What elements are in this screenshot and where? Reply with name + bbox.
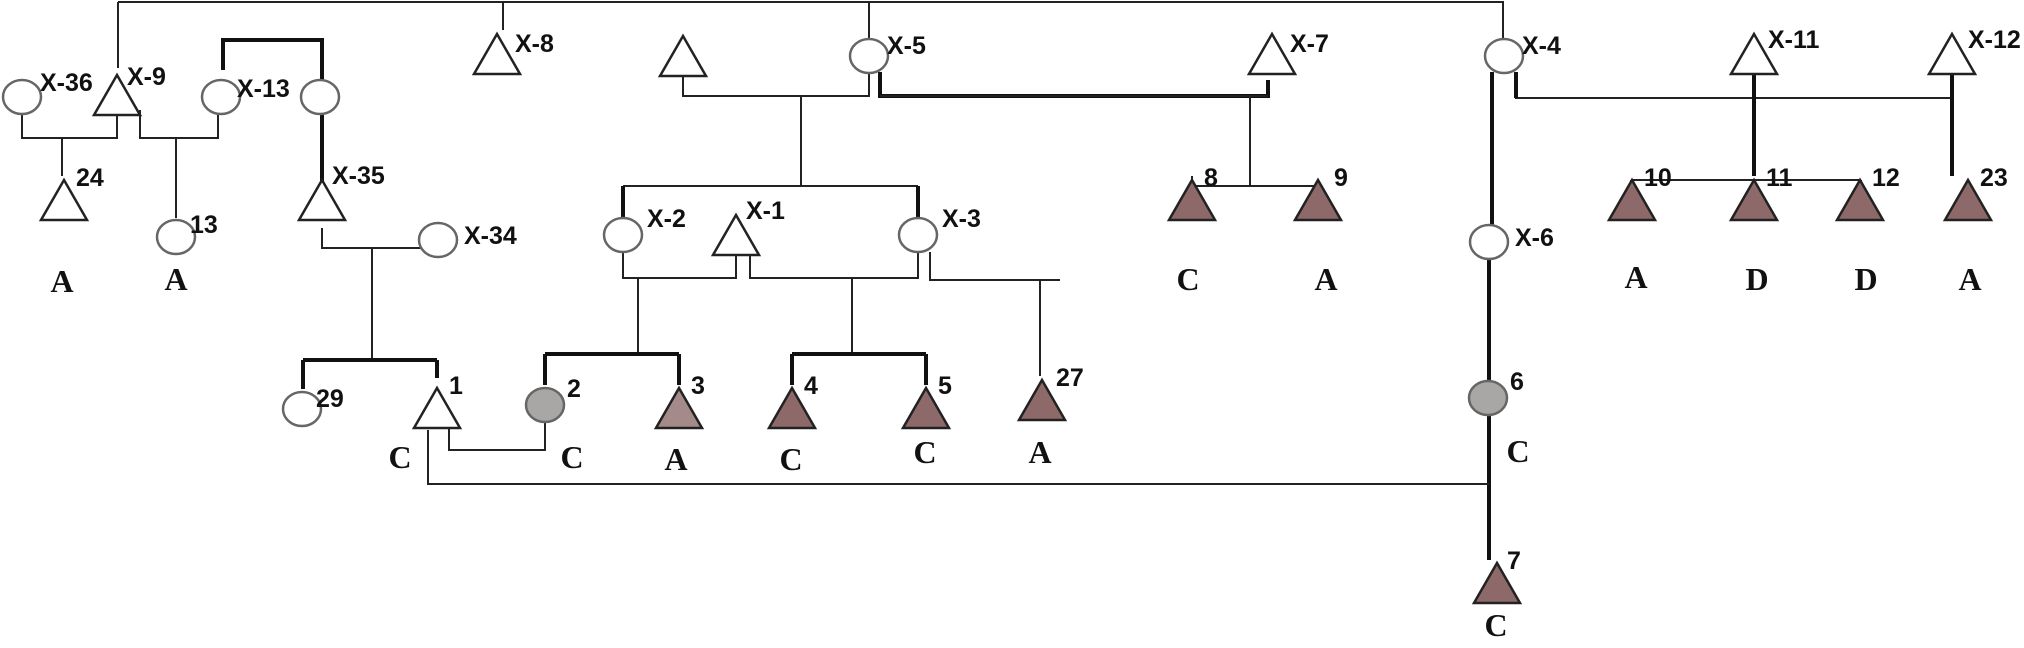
label-6: 6 xyxy=(1510,368,1524,396)
label-2: 2 xyxy=(567,375,581,403)
group-label-13: A xyxy=(164,261,187,297)
label-24: 24 xyxy=(76,164,104,192)
individual-7 xyxy=(1471,560,1523,605)
group-label-24: A xyxy=(50,263,73,299)
pedigree-individuals xyxy=(1,31,1994,605)
group-label-8: C xyxy=(1176,261,1199,297)
group-label-5: C xyxy=(913,434,936,470)
individual-X-6 xyxy=(1468,223,1510,261)
individual-9 xyxy=(1292,177,1344,222)
individual-X-11 xyxy=(1728,31,1780,76)
label-X-9: X-9 xyxy=(127,63,166,91)
individual-X-12 xyxy=(1926,31,1978,76)
label-1: 1 xyxy=(449,372,463,400)
group-label-4: C xyxy=(779,441,802,477)
individual-1 xyxy=(411,385,463,430)
label-12: 12 xyxy=(1872,164,1900,192)
pedigree-line xyxy=(427,430,1489,485)
individual-10 xyxy=(1606,177,1658,222)
pedigree-line xyxy=(221,38,324,80)
label-X-6: X-6 xyxy=(1515,224,1554,252)
individual-8 xyxy=(1166,177,1218,222)
individual-X-2 xyxy=(602,216,644,254)
pedigree-line xyxy=(749,252,919,279)
group-label-9: A xyxy=(1314,261,1337,297)
individual-4 xyxy=(766,385,818,430)
individual-13 xyxy=(155,218,197,256)
label-X-7: X-7 xyxy=(1290,30,1329,58)
label-4: 4 xyxy=(804,372,818,400)
group-label-27: A xyxy=(1028,434,1051,470)
pedigree-line xyxy=(139,110,219,139)
label-10: 10 xyxy=(1644,164,1672,192)
label-X-3: X-3 xyxy=(942,205,981,233)
label-8: 8 xyxy=(1204,164,1218,192)
individual-X-1 xyxy=(710,212,762,257)
label-X-35: X-35 xyxy=(332,162,385,190)
group-label-1: C xyxy=(388,439,411,475)
label-7: 7 xyxy=(1507,547,1521,575)
individual-X-35 xyxy=(296,177,348,222)
label-X-13: X-13 xyxy=(237,75,290,103)
individual-X-36 xyxy=(1,78,43,116)
individual-5 xyxy=(900,385,952,430)
label-23: 23 xyxy=(1980,164,2008,192)
individual-2 xyxy=(524,386,566,424)
pedigree-line xyxy=(929,252,1060,281)
label-X-11: X-11 xyxy=(1768,26,1820,54)
individual-11 xyxy=(1728,177,1780,222)
label-27: 27 xyxy=(1056,364,1084,392)
pedigree-line xyxy=(448,422,546,451)
individual-27 xyxy=(1016,377,1068,422)
label-X-12: X-12 xyxy=(1968,26,2021,54)
pedigree-line xyxy=(1515,72,1953,99)
individual-12 xyxy=(1834,177,1886,222)
label-X-4: X-4 xyxy=(1522,32,1561,60)
pedigree-line xyxy=(21,110,118,139)
individual-X-5 xyxy=(848,37,890,75)
individual-X-3 xyxy=(897,216,939,254)
label-X-34: X-34 xyxy=(464,222,517,250)
group-label-7: C xyxy=(1484,607,1507,643)
individual-X-13b xyxy=(299,78,341,116)
label-29: 29 xyxy=(316,385,344,413)
individual-X-9 xyxy=(91,72,143,117)
pedigree-line xyxy=(682,70,870,97)
group-label-12: D xyxy=(1854,261,1877,297)
label-X-2: X-2 xyxy=(647,205,686,233)
pedigree-line xyxy=(878,72,1270,98)
label-11: 11 xyxy=(1766,164,1793,192)
individual-X-34 xyxy=(417,221,459,259)
individual-29 xyxy=(281,390,323,428)
pedigree-line xyxy=(622,252,737,279)
group-label-11: D xyxy=(1745,261,1768,297)
label-X-5: X-5 xyxy=(887,32,926,60)
label-9: 9 xyxy=(1334,164,1348,192)
individual-23 xyxy=(1942,177,1994,222)
group-label-23: A xyxy=(1958,261,1981,297)
individual-X-4 xyxy=(1483,37,1525,75)
individual-X-13 xyxy=(200,78,242,116)
label-13: 13 xyxy=(190,211,218,239)
group-label-3: A xyxy=(664,441,687,477)
individual-X-7 xyxy=(1246,31,1298,76)
pedigree-line xyxy=(118,1,1504,40)
individual-3 xyxy=(653,385,705,430)
individual-X-5p xyxy=(657,33,709,78)
group-label-2: C xyxy=(560,439,583,475)
label-5: 5 xyxy=(938,372,952,400)
individual-24 xyxy=(38,177,90,222)
label-X-1: X-1 xyxy=(746,197,785,225)
individual-X-8 xyxy=(471,31,523,76)
group-label-6: C xyxy=(1506,433,1529,469)
individual-6 xyxy=(1467,379,1509,417)
label-X-36: X-36 xyxy=(40,69,93,97)
group-label-10: A xyxy=(1624,259,1647,295)
label-3: 3 xyxy=(691,372,705,400)
label-X-8: X-8 xyxy=(515,30,554,58)
